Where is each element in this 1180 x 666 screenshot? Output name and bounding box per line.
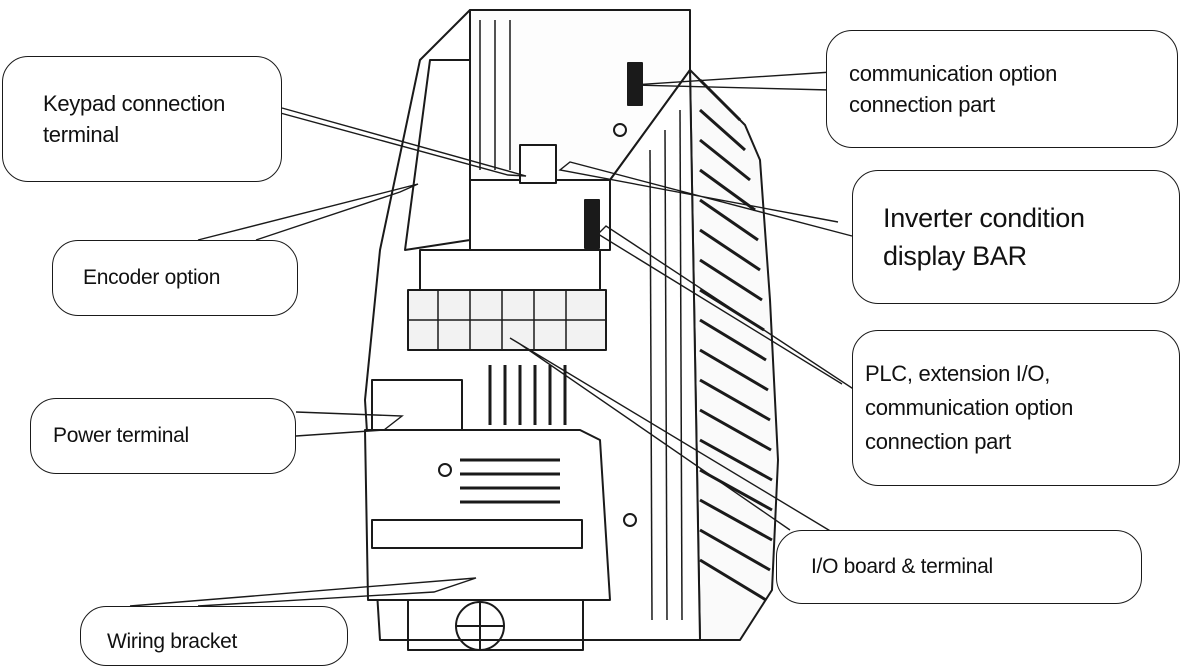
callout-text-line: communication option — [865, 394, 1074, 420]
callout-inverter-condition-display-bar: Inverter condition display BAR — [852, 170, 1180, 304]
callout-text-line: Wiring bracket — [107, 630, 238, 654]
callout-text-line: Inverter condition — [883, 202, 1085, 233]
callout-text-line: display BAR — [883, 241, 1027, 271]
callout-power-terminal: Power terminal — [30, 398, 296, 474]
callout-text-line: Power terminal — [53, 424, 189, 448]
callout-wiring-bracket: Wiring bracket — [80, 606, 348, 666]
callout-encoder-option: Encoder option — [52, 240, 298, 316]
callout-text-line: I/O board & terminal — [811, 555, 993, 579]
callout-io-board-terminal: I/O board & terminal — [776, 530, 1142, 604]
callout-text-line: terminal — [43, 122, 119, 147]
callout-communication-option-connection-part: communication option connection part — [826, 30, 1178, 148]
callout-plc-extension-io: PLC, extension I/O, communication option c… — [852, 330, 1180, 486]
callout-text-line: connection part — [849, 92, 995, 117]
callout-text-line: Keypad connection — [43, 90, 226, 116]
callout-text-line: PLC, extension I/O, — [865, 360, 1051, 386]
callout-text-line: Encoder option — [83, 266, 221, 290]
callout-text-line: communication option — [849, 60, 1058, 86]
callout-text-line: connection part — [865, 429, 1011, 455]
callout-keypad-connection-terminal: Keypad connection terminal — [2, 56, 282, 182]
